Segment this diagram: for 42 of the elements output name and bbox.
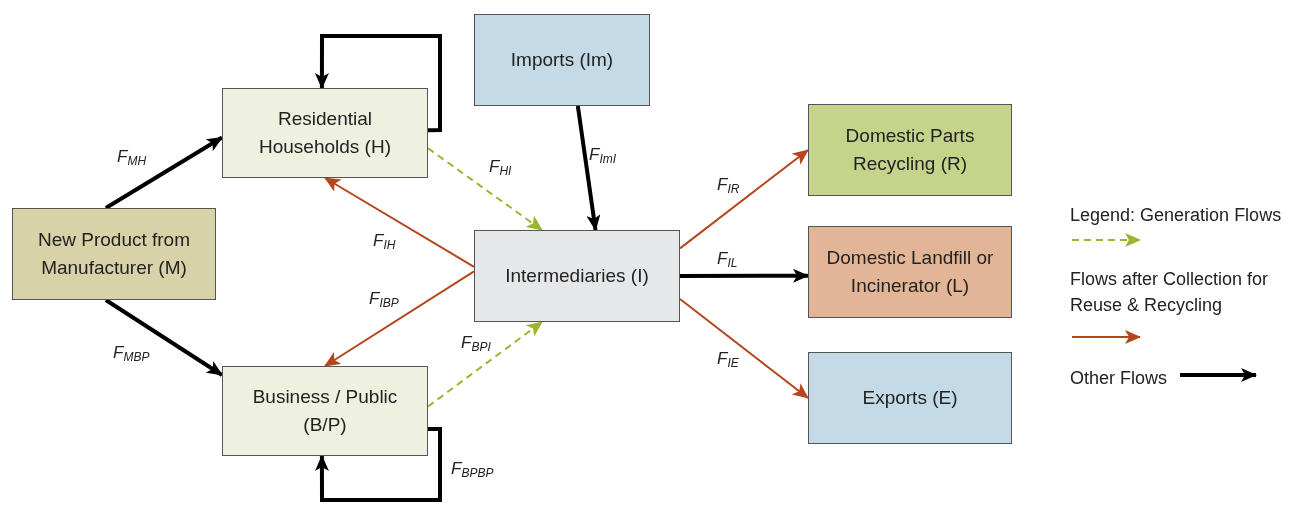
arrow bbox=[427, 321, 543, 408]
process-box bbox=[474, 14, 650, 106]
arrow bbox=[324, 177, 475, 268]
legend-text: Flows after Collection for Reuse & Recycling bbox=[1070, 268, 1270, 317]
edge-label: F$_{IL}$ bbox=[716, 250, 739, 267]
box-label: Intermediaries (I) bbox=[505, 264, 649, 288]
edge-label: F$_{IR}$ bbox=[716, 176, 741, 193]
arrow bbox=[427, 147, 543, 231]
box-label: Domestic Parts Recycling (R) bbox=[844, 124, 976, 176]
process-box bbox=[808, 352, 1012, 444]
legend-text: Legend: Generation Flows bbox=[1070, 204, 1283, 227]
edge-label: F$_{BPBP}$ bbox=[450, 460, 495, 477]
edge-label: F$_{MH}$ bbox=[116, 148, 148, 165]
process-box bbox=[474, 230, 680, 322]
process-box bbox=[12, 208, 216, 300]
arrow bbox=[104, 298, 224, 377]
process-box bbox=[222, 366, 428, 456]
edge-label: F$_{IH}$ bbox=[372, 232, 397, 249]
arrow bbox=[679, 298, 809, 399]
arrow bbox=[680, 268, 809, 283]
process-box bbox=[808, 104, 1012, 196]
box-label: Business / Public (B/P) bbox=[251, 385, 399, 437]
process-box bbox=[222, 88, 428, 178]
arrow bbox=[575, 105, 601, 231]
edge-label: F$_{MBP}$ bbox=[112, 344, 151, 361]
box-label: Residential Households (H) bbox=[258, 107, 392, 159]
arrow bbox=[314, 427, 442, 502]
edge-label: F$_{ImI}$ bbox=[588, 146, 618, 163]
legend-text: Other Flows bbox=[1070, 367, 1169, 390]
edge-label: F$_{HI}$ bbox=[488, 158, 513, 175]
edge-label: F$_{IE}$ bbox=[716, 350, 740, 367]
box-label: Exports (E) bbox=[862, 386, 958, 410]
arrow bbox=[324, 270, 475, 367]
box-label: New Product from Manufacturer (M) bbox=[36, 228, 191, 280]
arrow bbox=[679, 149, 809, 250]
box-label: Imports (Im) bbox=[510, 48, 614, 72]
arrow bbox=[104, 135, 224, 210]
box-label: Domestic Landfill or Incinerator (L) bbox=[825, 246, 995, 298]
edge-label: F$_{BPI}$ bbox=[460, 334, 492, 351]
edge-label: F$_{IBP}$ bbox=[368, 290, 400, 307]
arrow bbox=[314, 34, 442, 133]
process-box bbox=[808, 226, 1012, 318]
